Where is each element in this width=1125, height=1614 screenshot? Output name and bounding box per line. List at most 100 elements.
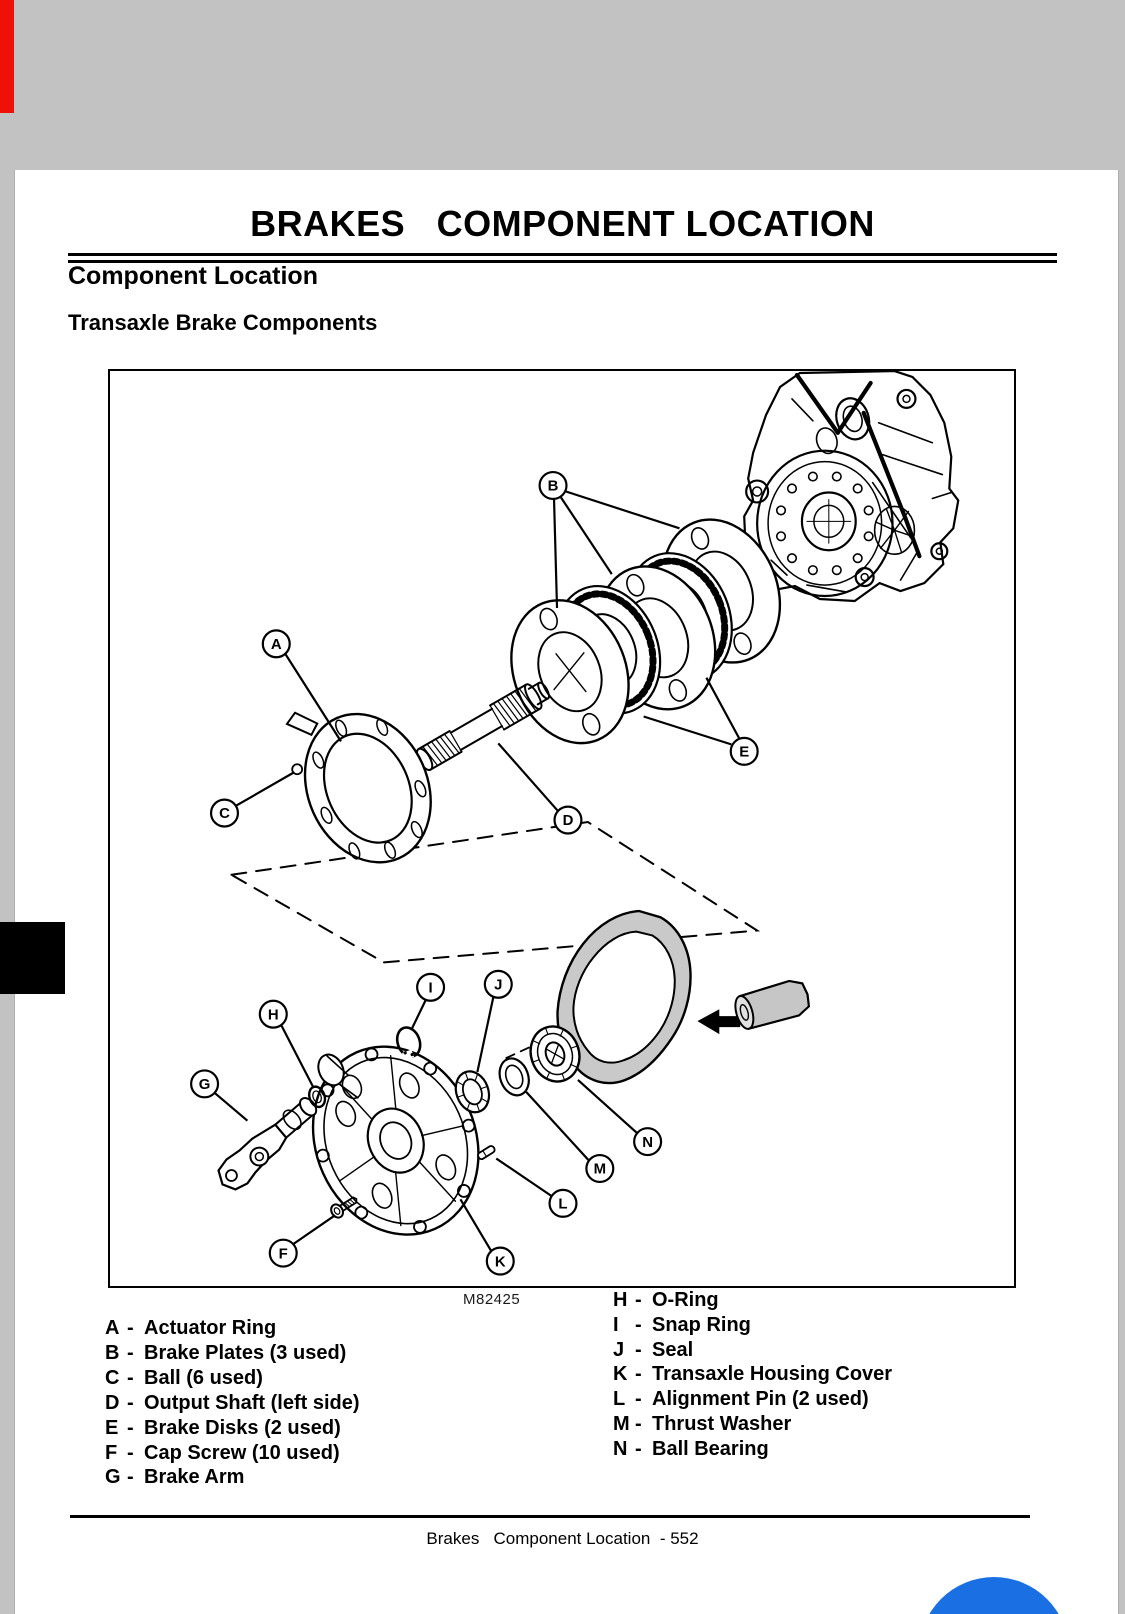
legend-letter: A (105, 1317, 120, 1339)
legend-label: Actuator Ring (144, 1317, 277, 1339)
legend-label: Alignment Pin (2 used) (652, 1388, 869, 1411)
callout-letter-f: F (279, 1245, 288, 1262)
legend-label: Brake Plates (3 used) (144, 1341, 347, 1364)
legend-dash: - (635, 1388, 642, 1411)
legend-row: N-Ball Bearing (613, 1437, 892, 1462)
callout-circle-g (190, 1069, 220, 1099)
callout-leader-line (284, 653, 342, 742)
legend-dash: - (635, 1289, 642, 1311)
small-parts-art (308, 1025, 581, 1219)
legend-row: F-Cap Screw (10 used) (105, 1441, 360, 1466)
legend-label: Cap Screw (10 used) (144, 1441, 340, 1464)
plug-art (734, 979, 811, 1031)
chapter-tab-marker (0, 922, 65, 994)
subsection-heading: Transaxle Brake Components (68, 310, 378, 335)
legend-dash: - (635, 1363, 642, 1386)
legend-row: A-Actuator Ring (105, 1316, 360, 1341)
legend-letter: K (613, 1363, 628, 1386)
callout-letter-i: I (429, 979, 433, 996)
page-footer: Brakes Component Location - 552 (426, 1529, 699, 1548)
callout-circle-d (553, 805, 583, 835)
callout-letter-b: B (548, 478, 559, 495)
legend-dash: - (127, 1366, 134, 1389)
callout-letter-k: K (495, 1253, 506, 1270)
legend-row: J-Seal (613, 1338, 892, 1363)
legend-letter: C (105, 1366, 120, 1389)
callout-circle-k (485, 1246, 515, 1276)
callout-leader-line (476, 997, 495, 1073)
legend-label: Transaxle Housing Cover (652, 1363, 893, 1386)
callout-letter-e: E (739, 744, 749, 761)
legend-label: Seal (652, 1338, 694, 1361)
callout-letter-a: A (271, 636, 282, 653)
legend-letter: M (613, 1412, 630, 1435)
callout-leader-line (459, 1198, 493, 1252)
legend-dash: - (127, 1341, 134, 1364)
callout-leader-line (565, 490, 680, 530)
callout-circle-c (209, 798, 240, 828)
legend-dash: - (635, 1437, 642, 1460)
legend-row: D-Output Shaft (left side) (105, 1391, 360, 1416)
legend-label: Snap Ring (652, 1313, 751, 1336)
actuator-ring-art (285, 711, 432, 864)
gasket-art (556, 909, 692, 1085)
legend-row: H-O-Ring (613, 1288, 892, 1313)
legend-row: L-Alignment Pin (2 used) (613, 1387, 892, 1412)
callout-leader-line (705, 677, 741, 739)
callout-circle-b (538, 470, 568, 501)
legend-letter: B (105, 1341, 120, 1364)
callout-letter-c: C (219, 805, 230, 822)
legend-label: Brake Arm (144, 1466, 245, 1489)
legend-row: I-Snap Ring (613, 1313, 892, 1338)
callout-circle-m (585, 1153, 615, 1184)
legend-letter: H (613, 1289, 628, 1311)
legend-label: Thrust Washer (652, 1412, 792, 1435)
callout-circle-a (261, 629, 291, 659)
legend-row: K-Transaxle Housing Cover (613, 1362, 892, 1387)
callout-leader-line (497, 742, 559, 812)
legend-dash: - (635, 1338, 642, 1361)
callout-circle-e (729, 736, 759, 766)
footer-rule (70, 1515, 1030, 1518)
housing-art (743, 371, 960, 603)
callout-circle-i (416, 972, 446, 1002)
legend-row: C-Ball (6 used) (105, 1366, 360, 1391)
legend-label: Brake Disks (2 used) (144, 1416, 341, 1439)
callout-leader-line (560, 496, 613, 575)
legend-letter: F (105, 1441, 118, 1464)
legend-row: G-Brake Arm (105, 1465, 360, 1490)
page-title: BRAKES COMPONENT LOCATION (250, 203, 875, 244)
callout-leader-line (234, 771, 295, 808)
callout-circle-j (483, 969, 513, 999)
legend-label: Ball (6 used) (144, 1366, 263, 1389)
legend-dash: - (635, 1412, 642, 1435)
callout-leader-line (495, 1157, 553, 1198)
callout-letter-m: M (594, 1161, 606, 1178)
callout-leader-line (280, 1024, 315, 1088)
direction-arrow-art (697, 1009, 741, 1035)
callout-leader-line (213, 1091, 249, 1122)
callout-leader-line (552, 499, 559, 609)
callout-leader-line (525, 1091, 590, 1162)
callout-leader-line (577, 1079, 638, 1134)
legend-dash: - (635, 1313, 642, 1336)
legend-dash: - (127, 1441, 134, 1464)
brake-arm-art (217, 1097, 318, 1191)
section-heading: Component Location (68, 262, 318, 290)
cover-art (311, 1045, 480, 1236)
callout-letter-n: N (642, 1134, 653, 1151)
legend-label: Output Shaft (left side) (144, 1391, 360, 1414)
callout-letter-h: H (268, 1006, 279, 1023)
brake-plate-art (510, 518, 782, 745)
legend-letter: N (613, 1437, 628, 1460)
ball-art (291, 763, 304, 776)
legend-row: M-Thrust Washer (613, 1412, 892, 1437)
callout-letter-g: G (199, 1076, 211, 1093)
legend-row: B-Brake Plates (3 used) (105, 1341, 360, 1366)
callout-leader-line (643, 715, 732, 746)
legend-letter: E (105, 1416, 119, 1439)
legend-letter: G (105, 1466, 121, 1489)
